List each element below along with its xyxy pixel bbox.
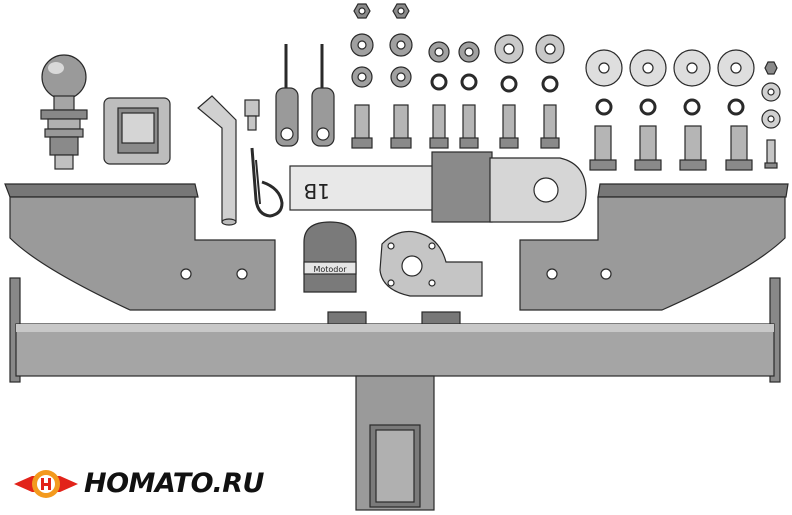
bolt — [634, 125, 662, 171]
spring-washer — [683, 98, 701, 116]
bolt — [499, 104, 519, 149]
socket-cover-label: Motodor — [313, 265, 347, 274]
brand-logo[interactable]: HOMATO.RU — [12, 462, 264, 508]
washer-flat-large — [673, 49, 711, 87]
bolt — [390, 104, 412, 149]
spring-washer — [639, 98, 657, 116]
washer — [389, 33, 413, 57]
washer-small — [761, 82, 781, 102]
washer — [428, 41, 450, 63]
bolt-small — [764, 139, 778, 169]
bolt-small — [244, 99, 260, 131]
tow-pin — [197, 95, 237, 226]
r-clip — [250, 147, 284, 218]
side-bracket-left — [4, 183, 276, 311]
washer — [390, 66, 412, 88]
square-insert — [103, 97, 171, 165]
washer-large — [535, 34, 565, 64]
socket-cover — [303, 221, 357, 293]
drawbar — [289, 151, 587, 223]
bolt — [589, 125, 617, 171]
crossbar — [9, 277, 781, 383]
spring-washer — [460, 73, 478, 91]
washer-large — [494, 34, 524, 64]
spring-washer — [430, 73, 448, 91]
spring-washer — [500, 75, 518, 93]
hex-nut-tiny — [764, 61, 778, 75]
bolt — [679, 125, 707, 171]
washer-flat-large — [629, 49, 667, 87]
washer — [350, 33, 374, 57]
washer-small — [761, 109, 781, 129]
bolt — [540, 104, 560, 149]
washer-flat-large — [585, 49, 623, 87]
spring-washer — [541, 75, 559, 93]
car-emblem-icon — [14, 470, 78, 498]
washer — [351, 66, 373, 88]
receiver-tube — [355, 375, 435, 511]
spring-washer — [727, 98, 745, 116]
bolt — [351, 104, 373, 149]
washer — [458, 41, 480, 63]
spring-washer — [595, 98, 613, 116]
bolt — [725, 125, 753, 171]
hex-nut-small — [392, 3, 410, 19]
washer-flat-large — [717, 49, 755, 87]
bolt — [459, 104, 479, 149]
tow-ball — [40, 54, 88, 170]
socket-bracket — [379, 231, 483, 297]
bolt — [429, 104, 449, 149]
hex-nut-small — [353, 3, 371, 19]
wire-bracket — [311, 44, 335, 147]
logo-text: HOMATO.RU — [84, 468, 264, 499]
wire-bracket — [275, 44, 299, 147]
side-bracket-right — [519, 183, 789, 311]
drawbar-label: 1B — [304, 179, 330, 203]
